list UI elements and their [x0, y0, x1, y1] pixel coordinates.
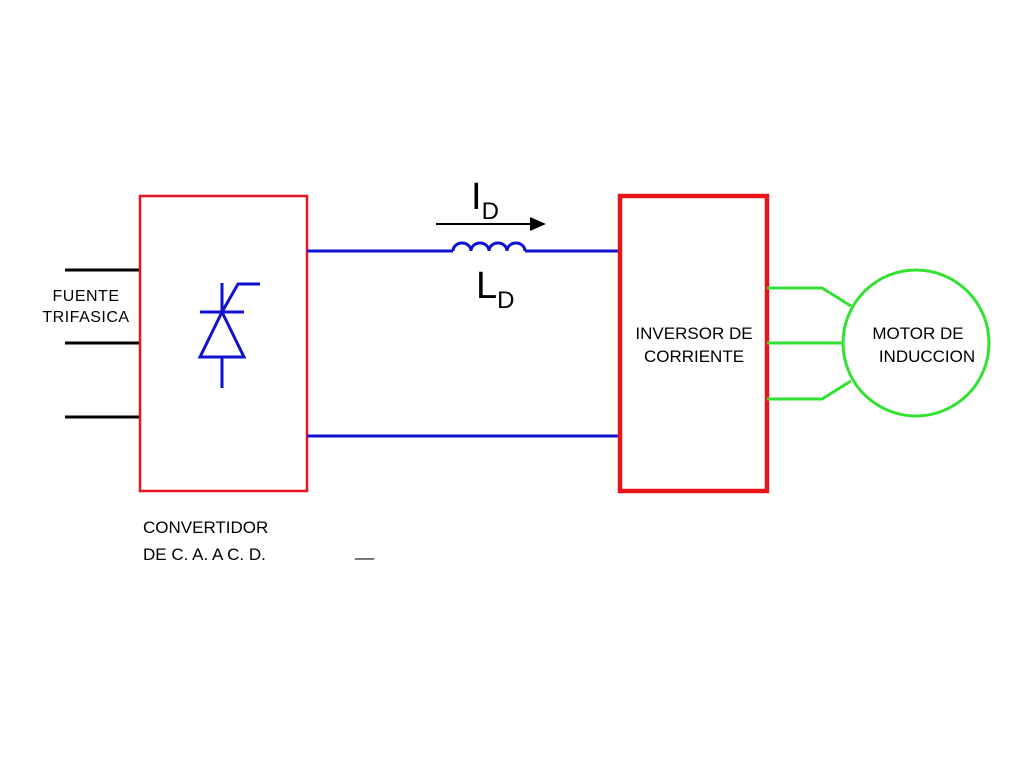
- stray-dash: __: [354, 541, 374, 560]
- dc-link: [307, 241, 620, 438]
- current-label: ID: [471, 176, 499, 225]
- motor-label-line1: MOTOR DE: [872, 324, 963, 343]
- motor-label-line2: INDUCCION: [879, 347, 975, 366]
- three-phase-source-lines: [65, 268, 140, 419]
- inverter-label-line2: CORRIENTE: [644, 347, 744, 366]
- motor-connections: [767, 286, 852, 401]
- motor-phase-3: [767, 379, 852, 401]
- source-label-line1: FUENTE: [53, 288, 120, 305]
- converter-block: [138, 194, 309, 493]
- converter-label-line1: CONVERTIDOR: [143, 518, 268, 537]
- motor-phase-1: [767, 286, 852, 308]
- inductor-label: LD: [476, 265, 514, 314]
- current-label-sub: D: [482, 198, 499, 225]
- inductor-label-main: L: [476, 265, 497, 307]
- current-label-main: I: [471, 176, 482, 218]
- thyristor-icon: [197, 282, 260, 388]
- inductor-label-sub: D: [497, 287, 514, 314]
- inductor-coil-icon: [451, 241, 527, 252]
- current-arrow-icon: [436, 217, 546, 231]
- source-label-line2: TRIFASICA: [42, 309, 129, 326]
- inverter-label-line1: INVERSOR DE: [635, 324, 752, 343]
- motor-circle: [841, 268, 991, 418]
- converter-label-line2: DE C. A. A C. D.: [143, 545, 266, 564]
- inverter-block: [617, 193, 770, 494]
